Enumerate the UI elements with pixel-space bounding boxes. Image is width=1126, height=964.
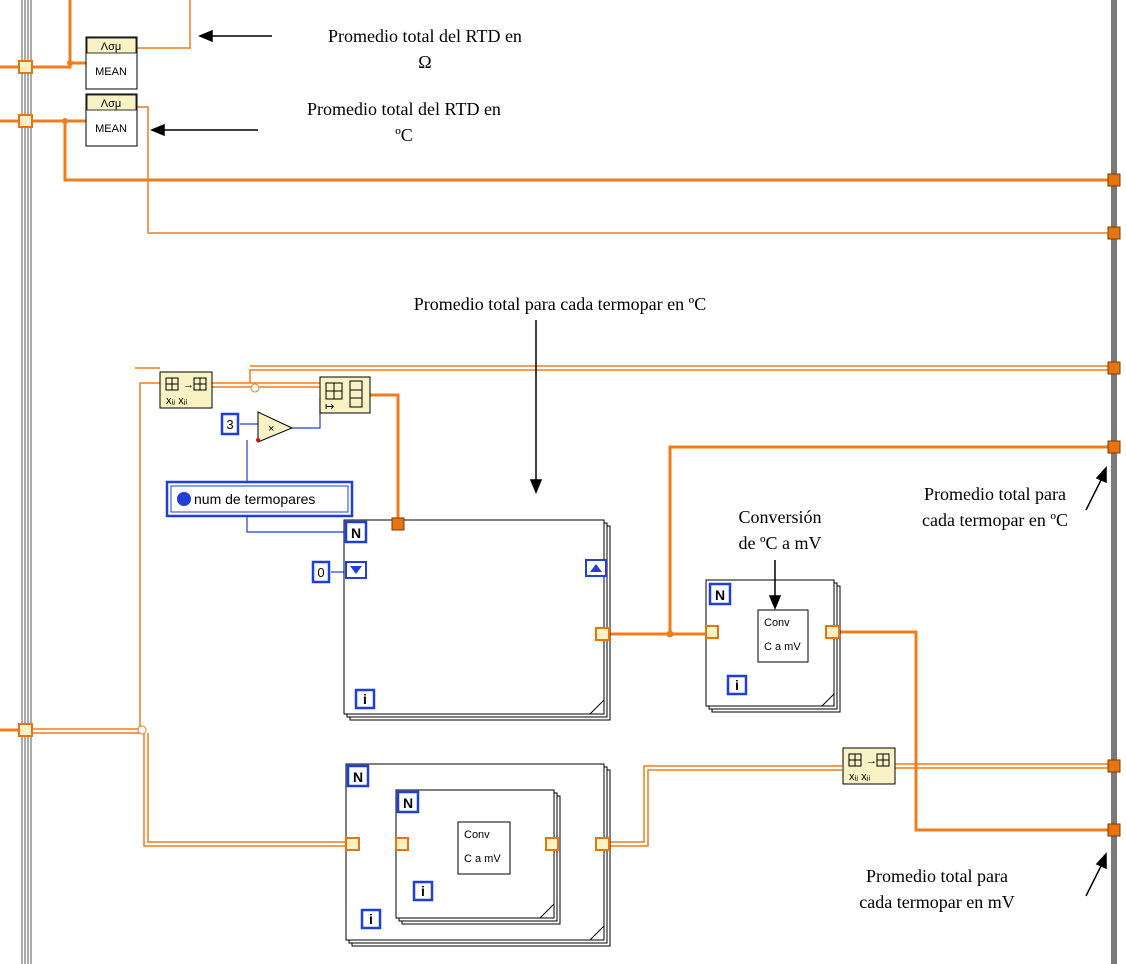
annotation-arrows — [150, 29, 1107, 897]
for-loop-main[interactable]: N i — [343, 517, 611, 721]
svg-text:C a mV: C a mV — [464, 853, 501, 865]
annotation-right-c-line1: Promedio total para — [924, 484, 1066, 504]
multiply-node[interactable]: × — [256, 411, 294, 443]
loop-index-terminal: i — [360, 908, 382, 930]
svg-text:N: N — [353, 769, 363, 785]
annotation-rtd-c-line2: ºC — [395, 125, 413, 145]
loop-count-terminal: N — [344, 520, 368, 544]
loop-index-terminal: i — [412, 880, 434, 902]
left-sequence-border — [21, 0, 32, 964]
svg-text:i: i — [363, 691, 367, 707]
wire-junctions — [62, 60, 674, 638]
svg-text:Conv: Conv — [464, 829, 490, 841]
mean-label: MEAN — [95, 123, 127, 135]
reshape-array-node[interactable]: ↦ — [319, 376, 371, 414]
annotation-rtd-ohm-line1: Promedio total del RTD en — [328, 26, 522, 46]
conv-subvi-node[interactable]: Conv C a mV — [757, 609, 809, 663]
loop-tunnel-out — [595, 627, 610, 641]
annotation-rtd-c-line1: Promedio total del RTD en — [307, 99, 501, 119]
annotation-rtd-ohm-line2: Ω — [418, 52, 431, 72]
svg-text:×: × — [268, 423, 274, 435]
annotation-conversion-line2: de ºC a mV — [738, 533, 821, 553]
loop-count-terminal: N — [396, 790, 420, 814]
orange-wires — [0, 0, 1110, 847]
transpose-array-node-top[interactable]: → xᵢⱼ xⱼᵢ — [159, 371, 213, 409]
transpose-array-node-bottom[interactable]: → xᵢⱼ xⱼᵢ — [842, 747, 896, 785]
loop-index-terminal: i — [726, 674, 748, 696]
annotation-right-mv-line1: Promedio total para — [866, 866, 1008, 886]
mean-icon: Λσμ — [101, 98, 121, 110]
svg-text:N: N — [403, 795, 413, 811]
right-sequence-border — [1111, 0, 1117, 964]
loop-count-terminal: N — [346, 764, 370, 788]
left-tunnels — [18, 60, 33, 737]
svg-text:xᵢⱼ xⱼᵢ: xᵢⱼ xⱼᵢ — [166, 395, 188, 407]
svg-text:0: 0 — [317, 565, 324, 580]
loop-count-terminal: N — [708, 582, 732, 606]
svg-text:↦: ↦ — [325, 401, 334, 413]
loop-index-terminal: i — [354, 688, 376, 710]
svg-text:C a mV: C a mV — [764, 641, 801, 653]
num-termopares-control[interactable]: num de termopares — [165, 480, 354, 518]
conv-subvi-node[interactable]: Conv C a mV — [457, 821, 511, 875]
svg-text:N: N — [715, 587, 725, 603]
svg-text:i: i — [369, 911, 373, 927]
svg-text:Conv: Conv — [764, 617, 790, 629]
mean-label: MEAN — [95, 66, 127, 78]
svg-text:→: → — [866, 755, 877, 767]
svg-text:→: → — [183, 379, 194, 391]
mean-node-rtd-c[interactable]: Λσμ MEAN — [85, 93, 138, 147]
mean-node-rtd-ohm[interactable]: Λσμ MEAN — [85, 36, 138, 90]
svg-text:3: 3 — [226, 417, 233, 432]
const-3-multiply[interactable]: 3 — [220, 412, 240, 436]
annotation-right-c-line2: cada termopar en ºC — [922, 510, 1068, 530]
svg-text:i: i — [735, 677, 739, 693]
for-loop-bottom-inner[interactable]: N i Conv C a mV — [395, 789, 561, 925]
globe-icon — [177, 492, 191, 506]
annotation-conversion-line1: Conversión — [739, 507, 822, 527]
annotation-center-title: Promedio total para cada termopar en ºC — [414, 294, 706, 314]
control-label: num de termopares — [194, 491, 315, 507]
mean-icon: Λσμ — [101, 41, 121, 53]
annotation-right-mv-line2: cada termopar en mV — [859, 892, 1014, 912]
right-tunnels — [1107, 173, 1121, 837]
svg-text:N: N — [351, 525, 361, 541]
svg-text:xᵢⱼ xⱼᵢ: xᵢⱼ xⱼᵢ — [849, 771, 871, 783]
loop-tunnel-in — [391, 517, 405, 531]
svg-text:i: i — [421, 883, 425, 899]
const-0-shift[interactable]: 0 — [311, 560, 331, 584]
wire-crossings — [137, 383, 260, 735]
